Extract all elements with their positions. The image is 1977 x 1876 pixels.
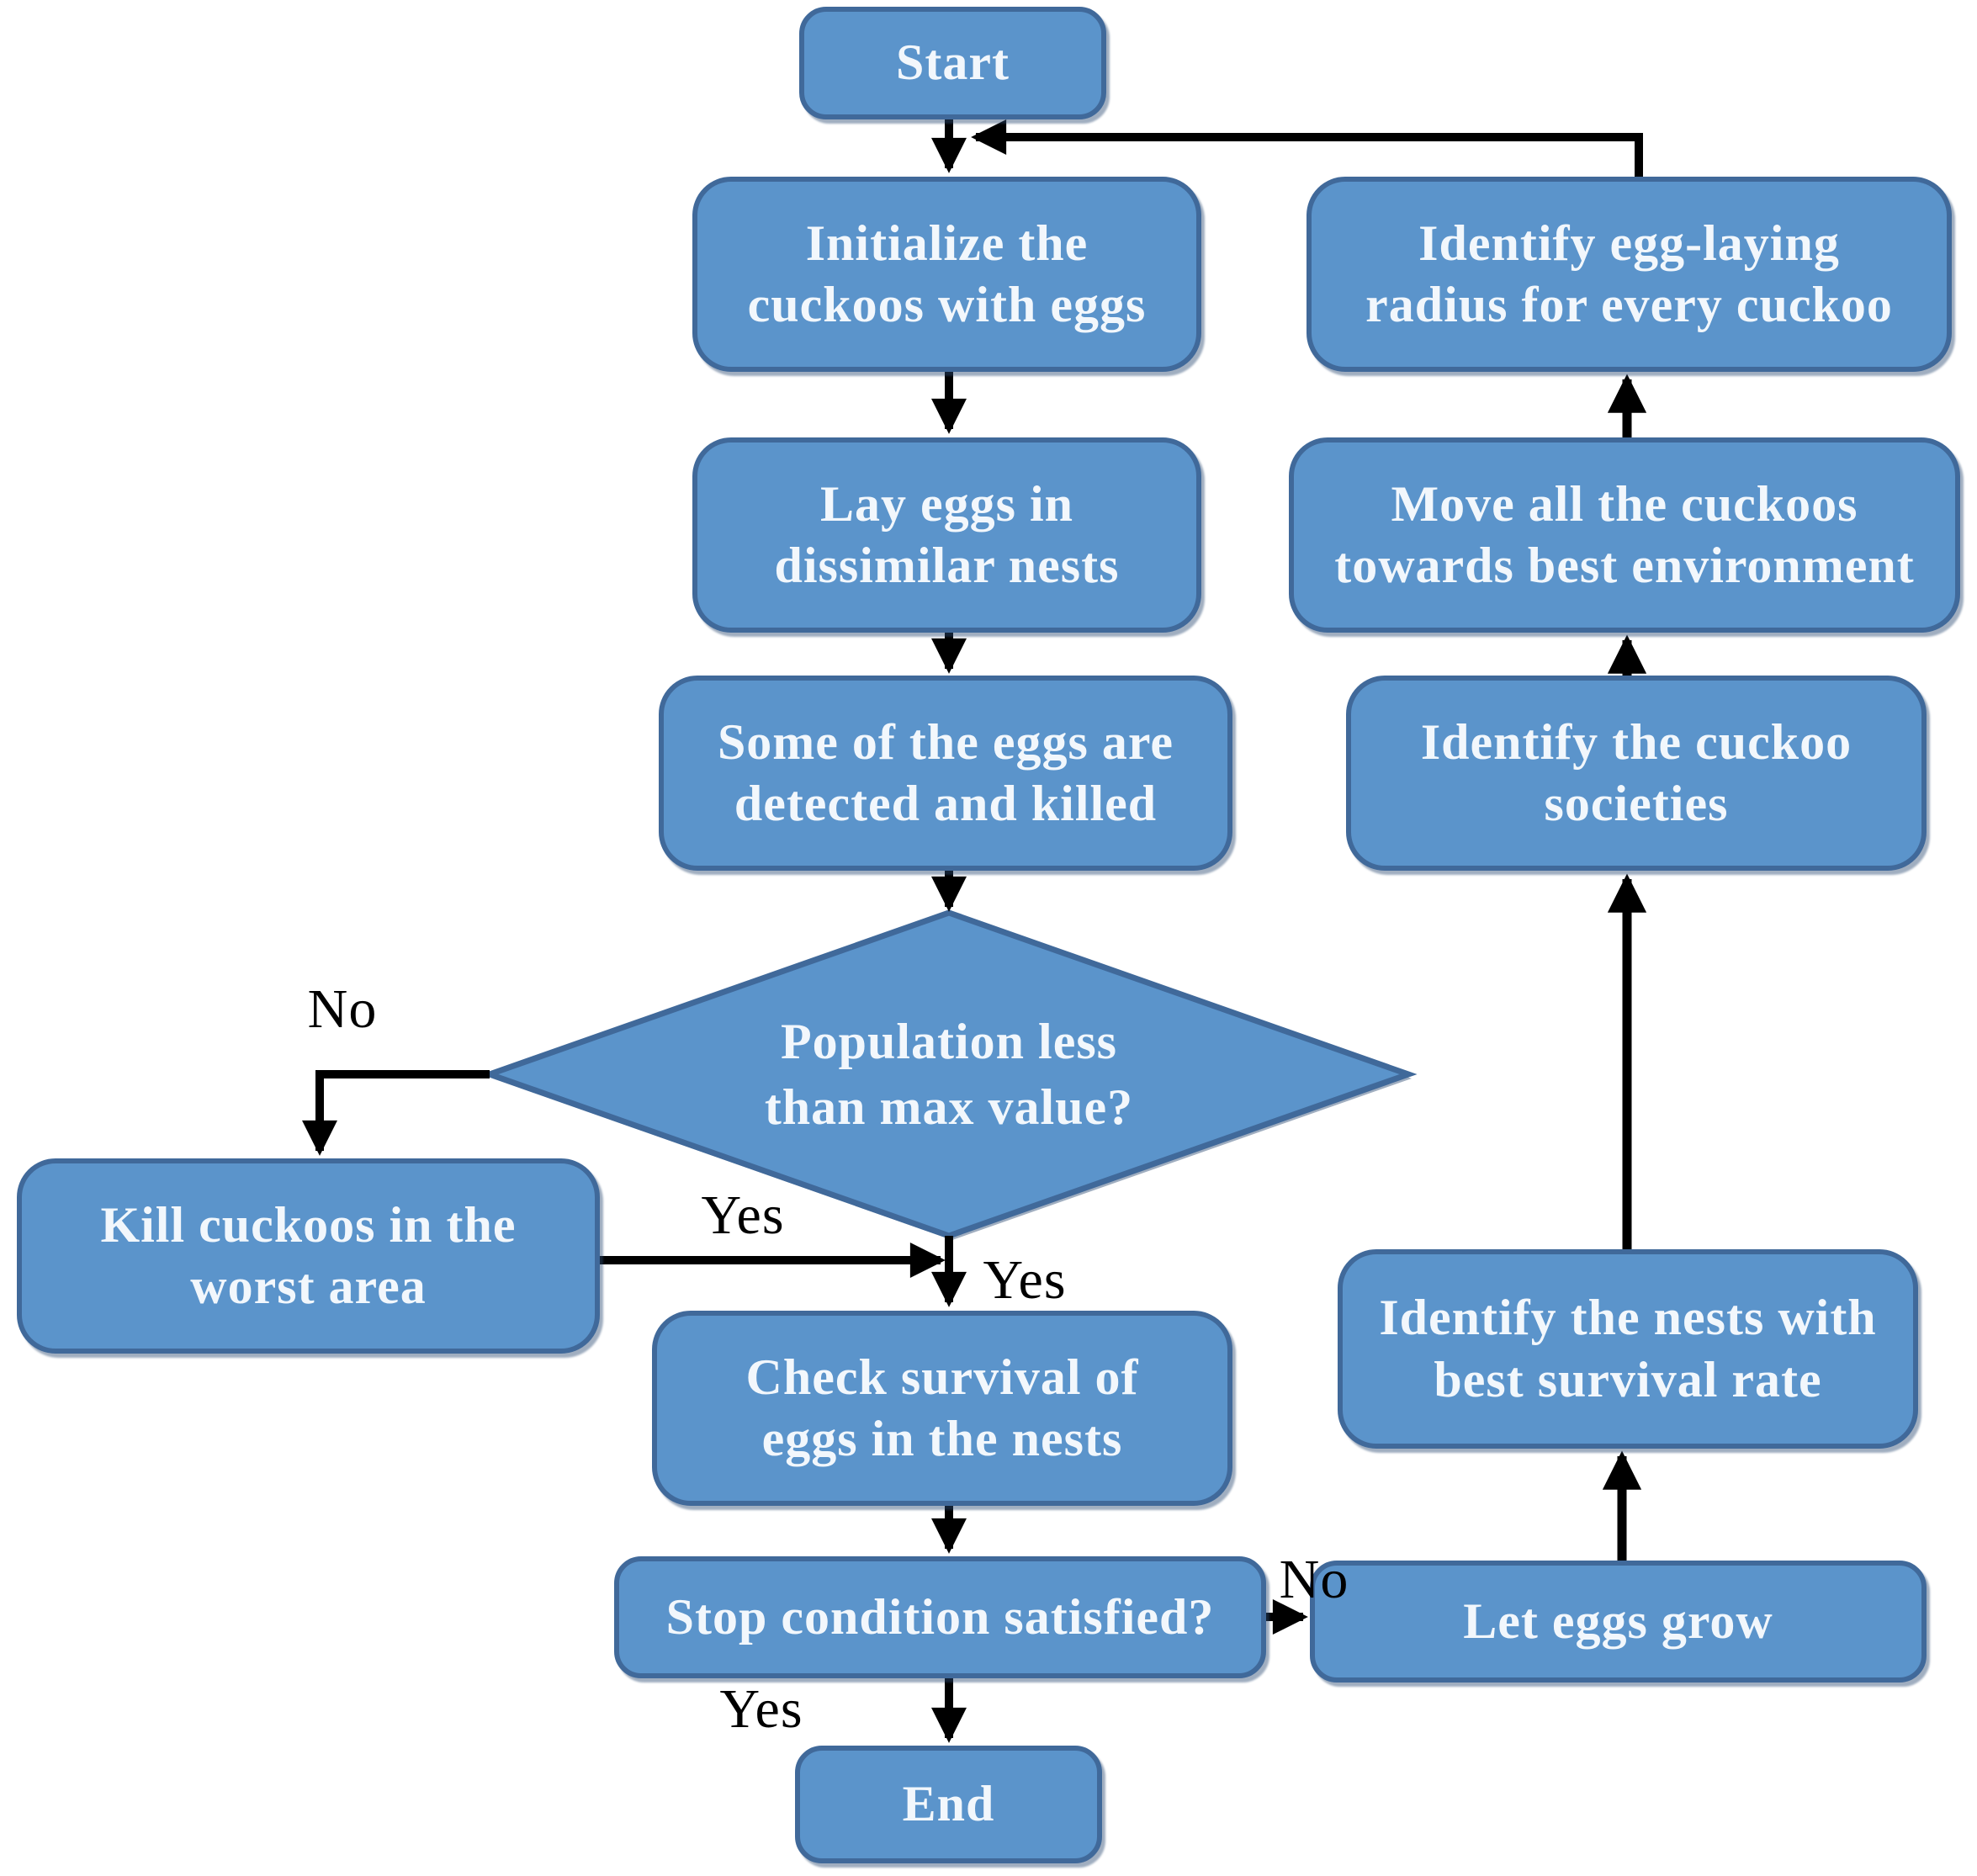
- node-initialize-line2: cuckoos with eggs: [747, 277, 1147, 332]
- edge-label-stop-yes: Yes: [719, 1678, 803, 1740]
- node-end-label: End: [902, 1776, 995, 1832]
- node-let-eggs-grow: Let eggs grow: [1310, 1561, 1927, 1683]
- node-start-label: Start: [896, 34, 1010, 91]
- node-kill-cuckoos-line1: Kill cuckoos in the: [100, 1196, 517, 1253]
- node-stop-condition-label: Stop condition satisfied?: [665, 1588, 1215, 1645]
- node-eggs-detected: Some of the eggs are detected and killed: [659, 676, 1232, 871]
- node-lay-eggs: Lay eggs in dissimilar nests: [692, 437, 1201, 633]
- node-identify-nests-line2: best survival rate: [1434, 1351, 1822, 1407]
- node-lay-eggs-line2: dissimilar nests: [774, 538, 1120, 593]
- node-identify-radius-line2: radius for every cuckoo: [1365, 277, 1893, 332]
- edge-decision-no-to-kill: [302, 1070, 490, 1156]
- node-identify-radius-line1: Identify egg-laying: [1418, 215, 1840, 271]
- node-stop-condition: Stop condition satisfied?: [614, 1556, 1266, 1678]
- node-identify-radius: Identify egg-laying radius for every cuc…: [1307, 177, 1952, 372]
- node-kill-cuckoos-line2: worst area: [190, 1259, 427, 1314]
- edge-label-population-yes-down: Yes: [983, 1249, 1067, 1311]
- node-start: Start: [799, 7, 1106, 119]
- node-initialize: Initialize the cuckoos with eggs: [692, 177, 1201, 372]
- edge-identify-radius-to-junction: [971, 119, 1643, 177]
- node-move-cuckoos-line2: towards best environment: [1334, 538, 1915, 593]
- node-move-cuckoos: Move all the cuckoos towards best enviro…: [1289, 437, 1960, 633]
- node-end: End: [795, 1746, 1102, 1863]
- node-lay-eggs-line1: Lay eggs in: [819, 475, 1074, 532]
- edge-label-stop-no: No: [1279, 1549, 1349, 1610]
- node-population-check-line1: Population less: [780, 1014, 1118, 1069]
- node-identify-societies-line2: societies: [1544, 776, 1729, 831]
- node-initialize-line1: Initialize the: [805, 215, 1089, 271]
- node-check-survival-line1: Check survival of: [745, 1349, 1139, 1405]
- node-eggs-detected-line2: detected and killed: [734, 776, 1158, 831]
- node-identify-nests: Identify the nests with best survival ra…: [1338, 1249, 1918, 1449]
- node-identify-societies-line1: Identify the cuckoo: [1420, 713, 1852, 770]
- node-check-survival: Check survival of eggs in the nests: [652, 1311, 1232, 1506]
- node-identify-societies: Identify the cuckoo societies: [1346, 676, 1927, 871]
- edge-label-population-no: No: [307, 978, 378, 1040]
- node-check-survival-line2: eggs in the nests: [761, 1411, 1123, 1466]
- node-eggs-detected-line1: Some of the eggs are: [717, 713, 1174, 770]
- node-move-cuckoos-line1: Move all the cuckoos: [1391, 475, 1858, 532]
- node-kill-cuckoos: Kill cuckoos in the worst area: [17, 1158, 600, 1354]
- edge-label-population-yes-left: Yes: [701, 1184, 785, 1246]
- node-population-check-line2: than max value?: [764, 1079, 1134, 1135]
- node-let-eggs-grow-label: Let eggs grow: [1463, 1592, 1773, 1649]
- node-population-check: Population less than max value?: [688, 967, 1210, 1181]
- node-identify-nests-line1: Identify the nests with: [1379, 1290, 1877, 1346]
